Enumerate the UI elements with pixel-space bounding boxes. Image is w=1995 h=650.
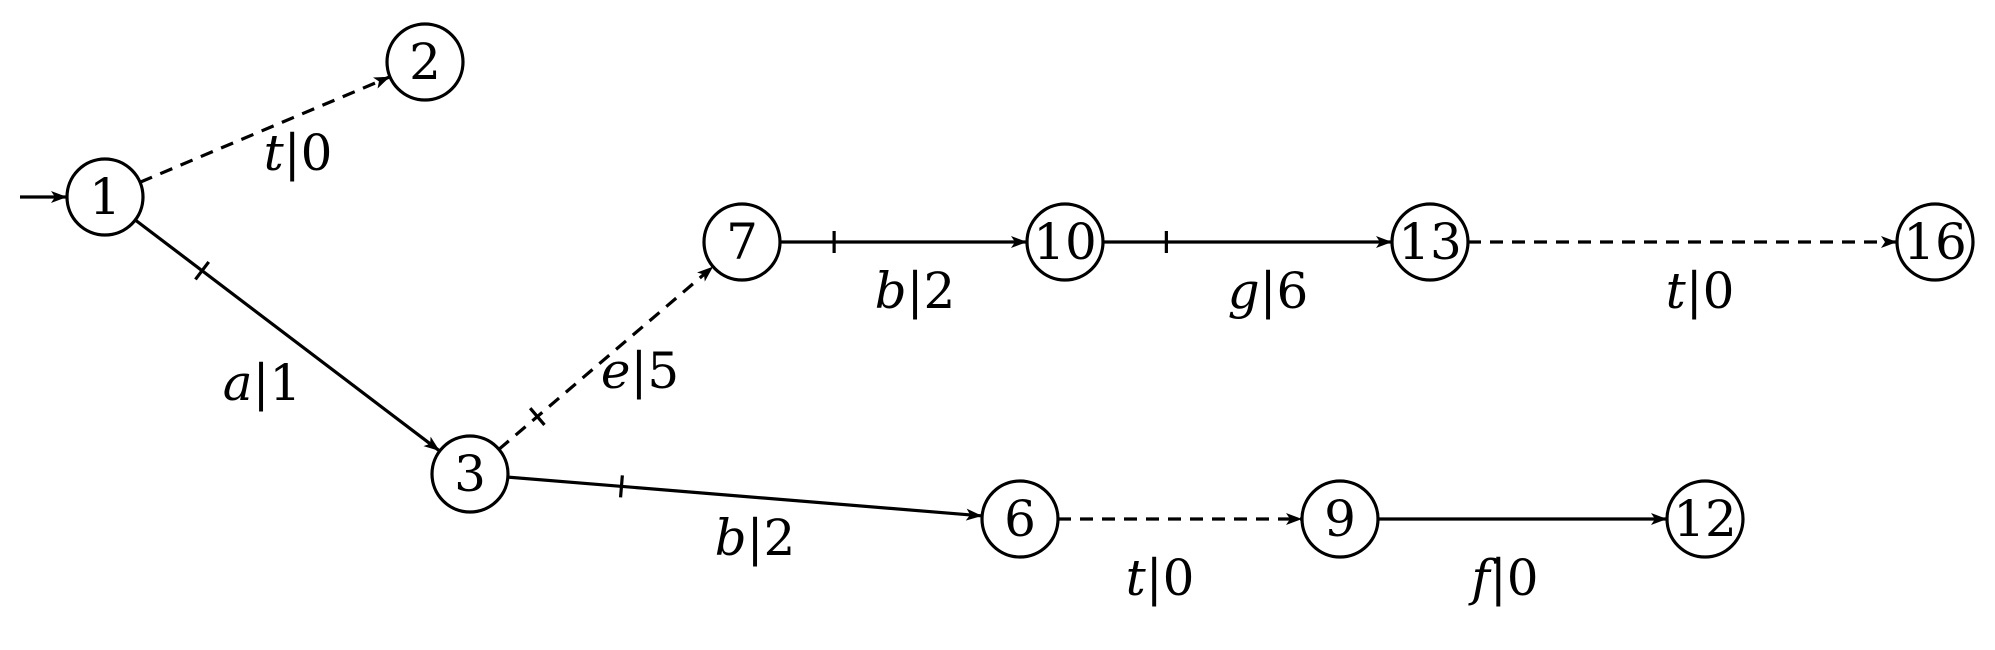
edge-label-3-to-7: e|5 xyxy=(601,342,679,400)
edge-3-to-7 xyxy=(497,266,714,451)
state-label: 1 xyxy=(89,168,121,226)
edge-label-7-to-10: b|2 xyxy=(875,262,956,320)
state-node-10: 10 xyxy=(1025,202,1105,282)
state-circle xyxy=(385,22,465,102)
state-circle xyxy=(430,434,510,514)
edge-weight: 0 xyxy=(1703,262,1735,320)
state-label: 16 xyxy=(1903,213,1967,271)
edge-weight: 2 xyxy=(764,509,796,567)
edge-separator: | xyxy=(1146,549,1163,607)
edge-7-to-10 xyxy=(780,231,1027,253)
edge-1-to-3 xyxy=(134,218,440,452)
edge-10-to-13 xyxy=(1103,231,1392,253)
edge-label-13-to-16: t|0 xyxy=(1666,262,1735,320)
state-label: 12 xyxy=(1673,490,1737,548)
state-label: 3 xyxy=(454,445,486,503)
edge-symbol: b xyxy=(875,262,907,320)
edge-tick-mark xyxy=(618,475,624,498)
state-node-6: 6 xyxy=(980,479,1060,559)
edge-line xyxy=(497,266,714,451)
edge-weight: 2 xyxy=(924,262,956,320)
state-node-16: 16 xyxy=(1895,202,1975,282)
edge-line xyxy=(134,218,440,452)
edge-separator: | xyxy=(747,509,764,567)
edge-weight: 1 xyxy=(269,354,301,412)
edge-weight: 0 xyxy=(301,124,333,182)
state-label: 9 xyxy=(1324,490,1356,548)
edge-separator: | xyxy=(1260,262,1277,320)
edge-weight: 6 xyxy=(1277,262,1309,320)
edge-1-to-2 xyxy=(139,75,390,184)
edge-symbol: b xyxy=(715,509,747,567)
state-label: 13 xyxy=(1398,213,1462,271)
edge-weight: 0 xyxy=(1163,549,1195,607)
state-circle xyxy=(1895,202,1975,282)
edge-separator: | xyxy=(907,262,924,320)
state-circle xyxy=(1025,202,1105,282)
edge-symbol: e xyxy=(601,342,631,400)
state-label: 7 xyxy=(726,213,758,271)
state-node-1: 1 xyxy=(65,157,145,237)
state-circle xyxy=(1390,202,1470,282)
edge-symbol: t xyxy=(1666,262,1687,320)
state-node-9: 9 xyxy=(1300,479,1380,559)
edge-label-3-to-6: b|2 xyxy=(715,509,796,567)
edge-tick-mark xyxy=(194,260,211,281)
edge-line xyxy=(507,475,983,521)
state-node-3: 3 xyxy=(430,434,510,514)
state-node-2: 2 xyxy=(385,22,465,102)
edge-separator: | xyxy=(284,124,301,182)
state-label: 6 xyxy=(1004,490,1036,548)
edge-3-to-6 xyxy=(507,475,983,521)
state-circle xyxy=(65,157,145,237)
state-circle xyxy=(702,202,782,282)
edge-separator: | xyxy=(253,354,270,412)
state-label: 2 xyxy=(409,33,441,91)
state-label: 10 xyxy=(1033,213,1097,271)
state-circle xyxy=(1300,479,1380,559)
edge-separator: | xyxy=(1490,549,1507,607)
edge-line xyxy=(139,75,390,184)
edge-symbol: t xyxy=(264,124,285,182)
edge-separator: | xyxy=(1686,262,1703,320)
edge-symbol: a xyxy=(223,354,253,412)
edge-label-1-to-3: a|1 xyxy=(223,354,301,412)
state-node-12: 12 xyxy=(1665,479,1745,559)
state-node-7: 7 xyxy=(702,202,782,282)
edge-weight: 0 xyxy=(1507,549,1539,607)
edge-tick-mark xyxy=(528,407,546,426)
edge-separator: | xyxy=(630,342,647,400)
edge-label-10-to-13: g|6 xyxy=(1228,262,1309,320)
edge-label-6-to-9: t|0 xyxy=(1126,549,1195,607)
edge-weight: 5 xyxy=(647,342,679,400)
edge-symbol: t xyxy=(1126,549,1147,607)
state-circle xyxy=(980,479,1060,559)
state-node-13: 13 xyxy=(1390,202,1470,282)
edge-symbol: g xyxy=(1228,262,1260,320)
edge-label-1-to-2: t|0 xyxy=(264,124,333,182)
state-circle xyxy=(1665,479,1745,559)
edge-label-9-to-12: f|0 xyxy=(1467,549,1538,607)
